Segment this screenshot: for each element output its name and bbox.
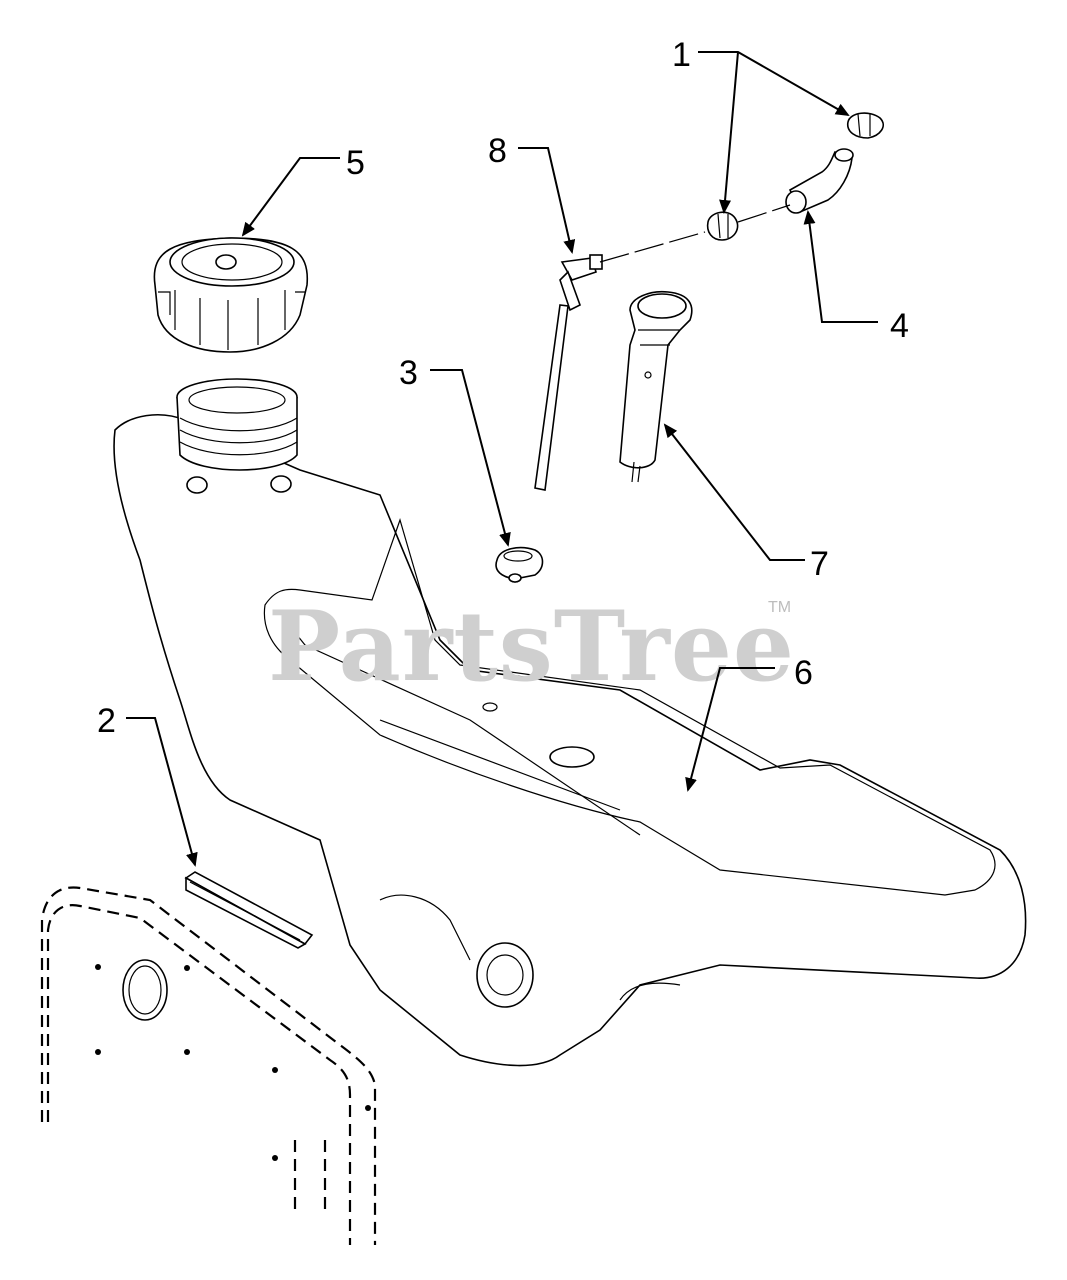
callout-7[interactable]: 7: [810, 545, 829, 583]
callout-8[interactable]: 8: [488, 132, 507, 170]
watermark-text: PartsTree: [268, 590, 795, 703]
callout-1[interactable]: 1: [672, 36, 691, 74]
callout-6[interactable]: 6: [794, 654, 813, 692]
hose-clamp-lower[interactable]: [706, 211, 739, 241]
fuel-cap[interactable]: [153, 237, 309, 353]
trademark-symbol: TM: [768, 599, 791, 616]
grommet[interactable]: [495, 546, 544, 584]
fuel-tank[interactable]: [113, 378, 1027, 1067]
callout-4[interactable]: 4: [890, 307, 909, 345]
fuel-pickup-tube[interactable]: [534, 254, 603, 491]
hose-routing-line: [599, 204, 791, 263]
hose-clamp-upper[interactable]: [846, 112, 884, 139]
callout-5[interactable]: 5: [346, 144, 365, 182]
callout-3[interactable]: 3: [399, 354, 418, 392]
frame-reference: [40, 886, 377, 1245]
fuel-sender[interactable]: [619, 290, 693, 483]
callout-2[interactable]: 2: [97, 702, 116, 740]
foam-pad[interactable]: [184, 871, 314, 949]
fuel-hose[interactable]: [785, 148, 854, 214]
